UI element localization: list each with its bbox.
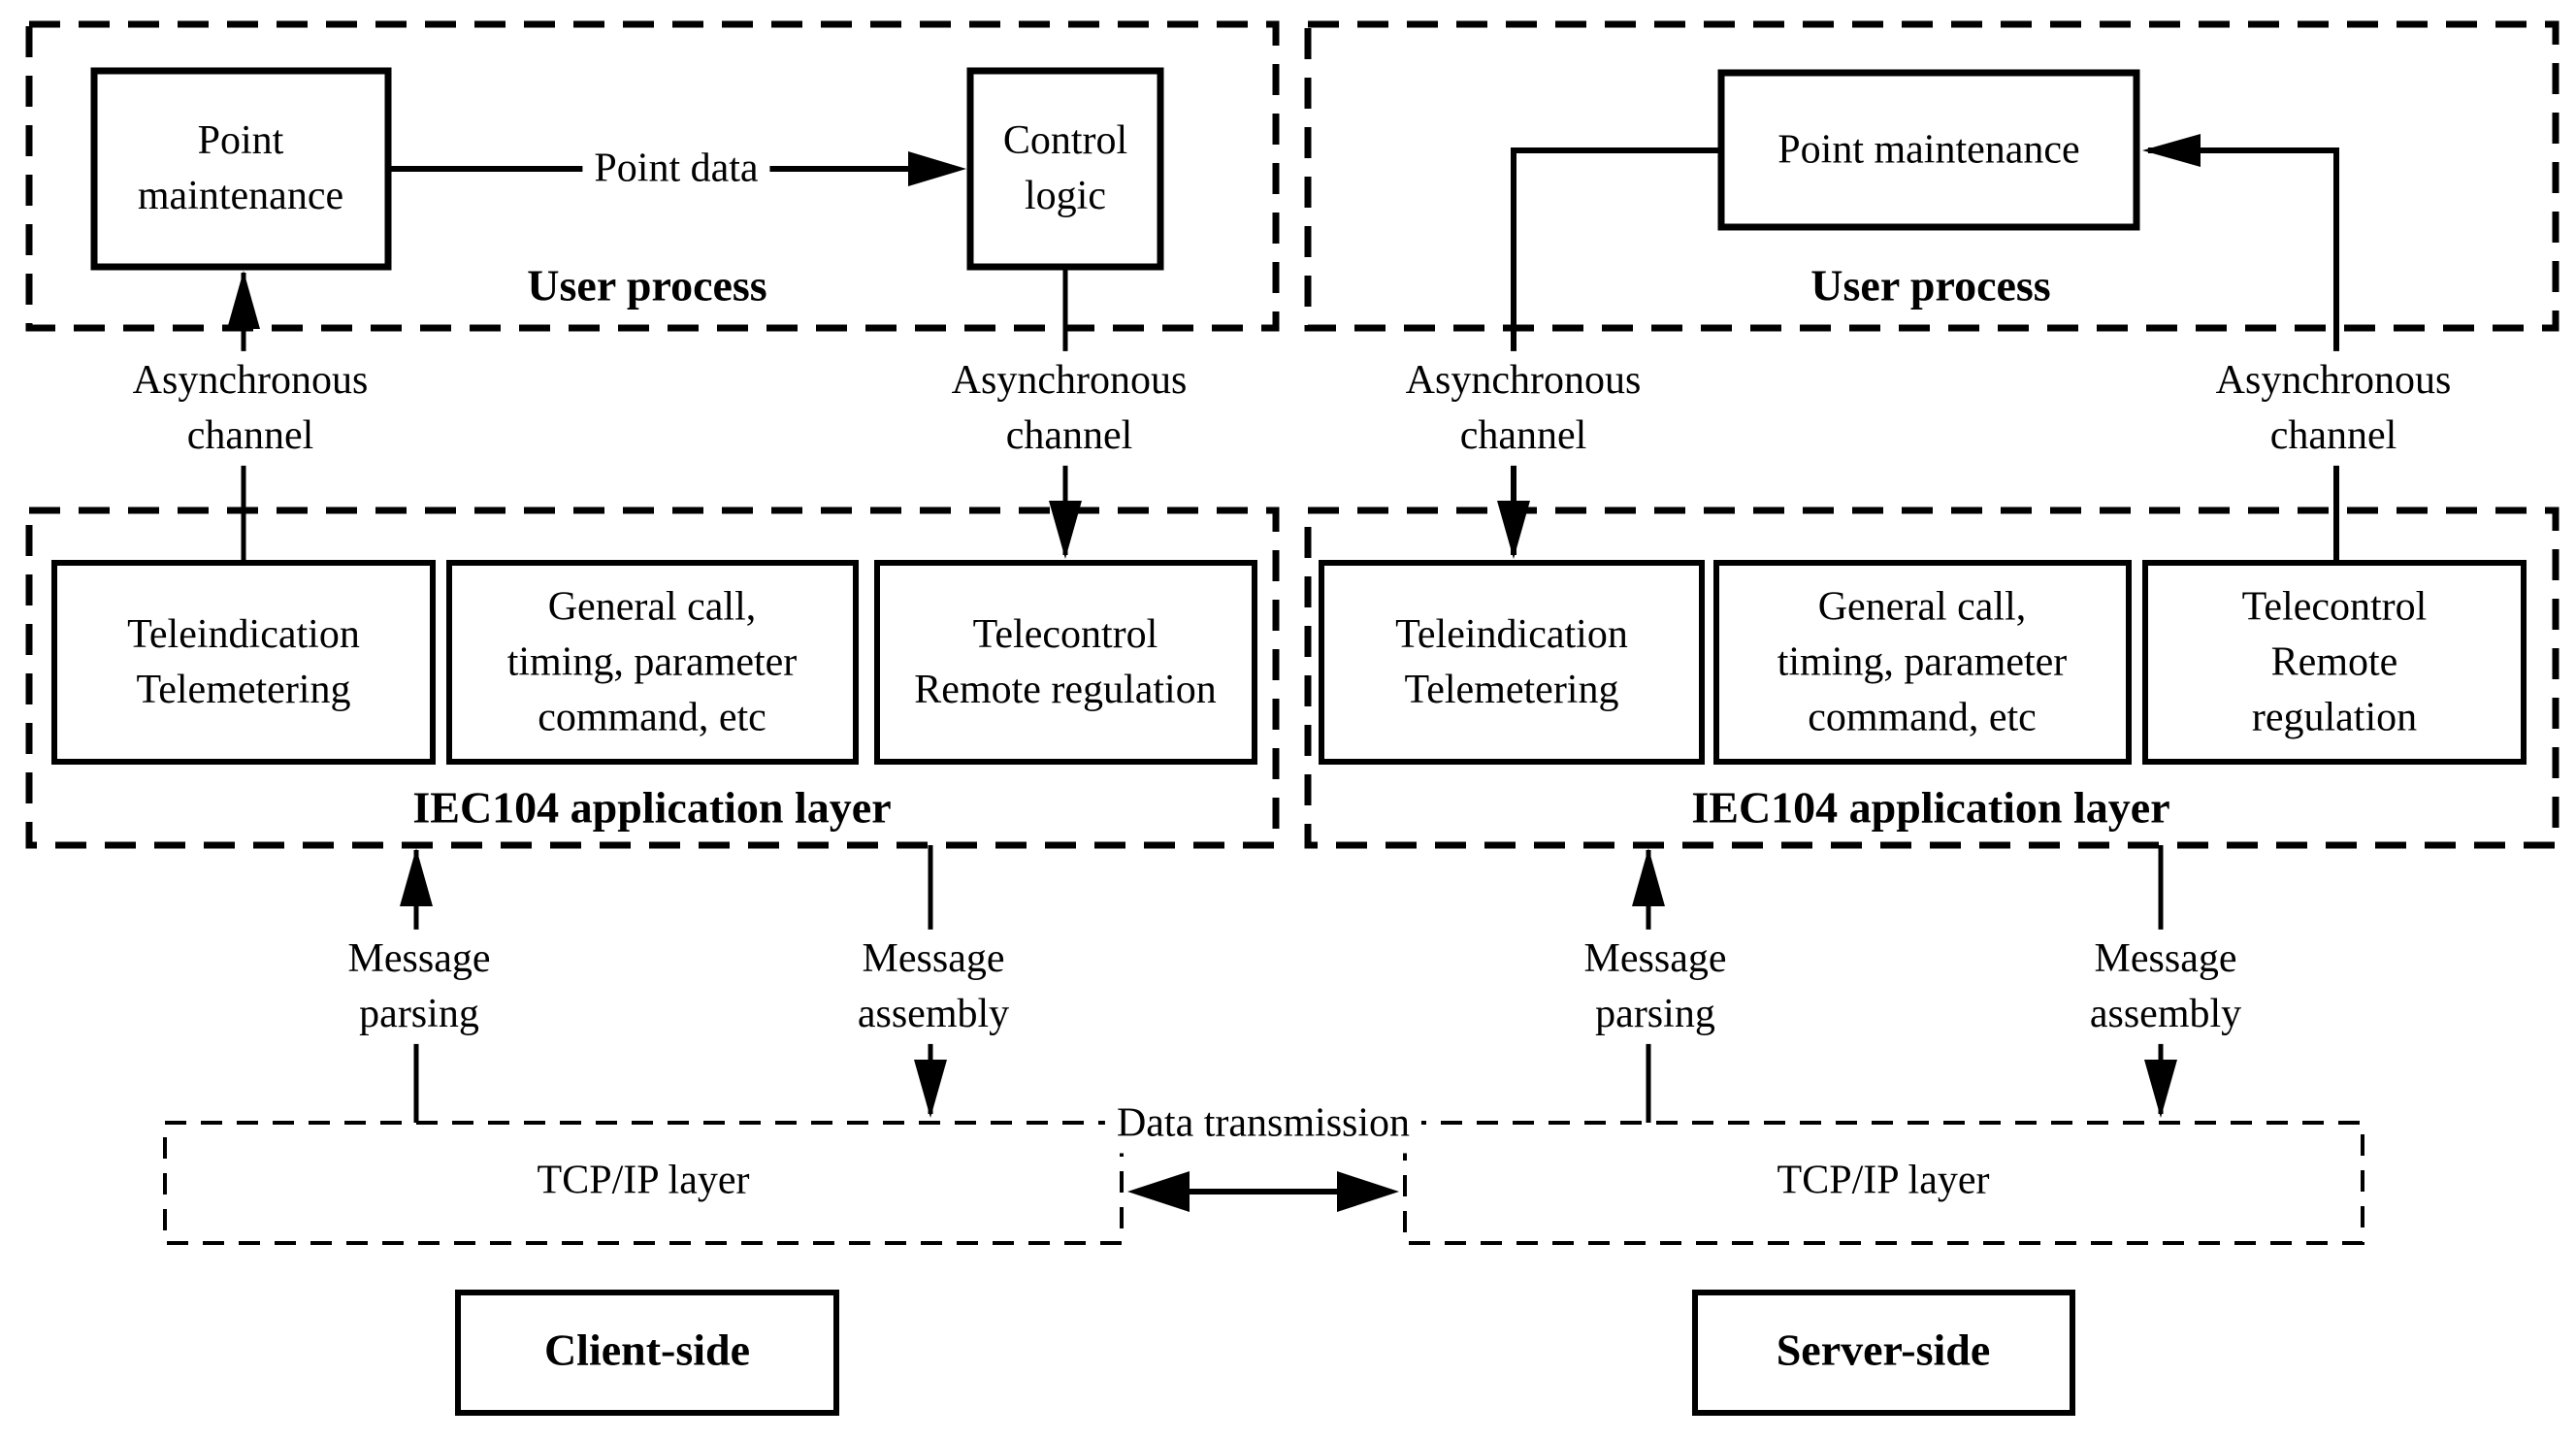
client-telecontrol-label: Telecontrol Remote regulation <box>914 611 1217 712</box>
server-user-process-label: User process <box>1810 260 2051 311</box>
server-side-label: Server-side <box>1776 1325 1991 1375</box>
client-tcpip-layer-label: TCP/IP layer <box>537 1158 750 1203</box>
client-general-call-label: General call, timing, parameter command,… <box>506 584 798 740</box>
server-message-parsing-label: Message parsing <box>1572 929 1739 1045</box>
server-point-maintenance-label: Point maintenance <box>1777 127 2080 173</box>
client-telecontrol-box <box>874 560 1257 765</box>
server-general-call-box <box>1713 560 2132 765</box>
server-async-channel-right-label: Asynchronous channel <box>2203 350 2463 467</box>
server-general-call-label: General call, timing, parameter command,… <box>1777 584 2068 740</box>
client-message-assembly-arrowhead-icon <box>914 1060 947 1118</box>
server-async-left-arrowhead-icon <box>2142 134 2201 167</box>
client-tcpip-layer-box <box>163 1121 1124 1245</box>
client-async-down-arrowhead-icon <box>1049 501 1082 559</box>
client-user-process-box <box>25 20 1280 332</box>
client-teleindication-label: Teleindication Telemetering <box>127 611 360 712</box>
server-teleindication-label: Teleindication Telemetering <box>1395 611 1628 712</box>
data-transmission-arrowhead-right-icon <box>1337 1171 1399 1212</box>
server-message-parsing-arrowhead-icon <box>1632 848 1665 906</box>
server-iec104-layer-label: IEC104 application layer <box>1691 782 2170 833</box>
client-point-maintenance-box <box>90 67 392 271</box>
client-general-call-box <box>446 560 859 765</box>
server-message-assembly-arrowhead-icon <box>2144 1060 2177 1118</box>
client-point-maintenance-label: Point maintenance <box>137 117 344 218</box>
client-iec104-layer-box <box>25 507 1280 849</box>
server-async-channel-left-label: Asynchronous channel <box>1393 350 1653 467</box>
client-async-up-arrowhead-icon <box>227 271 260 329</box>
client-async-channel-left-label: Asynchronous channel <box>120 350 380 467</box>
client-side-box <box>455 1290 839 1416</box>
point-data-label: Point data <box>582 139 770 199</box>
client-teleindication-box <box>51 560 436 765</box>
server-telecontrol-box <box>2142 560 2527 765</box>
server-async-down-arrowhead-icon <box>1497 501 1530 559</box>
client-user-process-label: User process <box>527 260 767 311</box>
client-control-logic-label: Control logic <box>1002 117 1128 218</box>
server-teleindication-box <box>1319 560 1705 765</box>
client-message-parsing-label: Message parsing <box>336 929 503 1045</box>
client-message-parsing-arrowhead-icon <box>400 848 433 906</box>
data-transmission-arrowhead-left-icon <box>1127 1171 1190 1212</box>
server-telecontrol-label: Telecontrol Remote regulation <box>2241 584 2428 740</box>
client-message-assembly-label: Message assembly <box>845 929 1022 1045</box>
data-transmission-label: Data transmission <box>1104 1094 1422 1154</box>
client-async-channel-right-label: Asynchronous channel <box>939 350 1199 467</box>
server-iec104-layer-box <box>1304 507 2560 849</box>
server-tcpip-layer-label: TCP/IP layer <box>1777 1158 1990 1203</box>
client-control-logic-box <box>966 67 1164 271</box>
server-user-process-box <box>1304 20 2560 332</box>
point-data-arrowhead-right-icon <box>908 151 966 186</box>
server-side-box <box>1692 1290 2075 1416</box>
server-message-assembly-label: Message assembly <box>2077 929 2254 1045</box>
client-iec104-layer-label: IEC104 application layer <box>412 782 892 833</box>
client-side-label: Client-side <box>543 1325 751 1375</box>
server-point-maintenance-box <box>1717 69 2140 231</box>
server-tcpip-layer-box <box>1403 1121 2364 1245</box>
